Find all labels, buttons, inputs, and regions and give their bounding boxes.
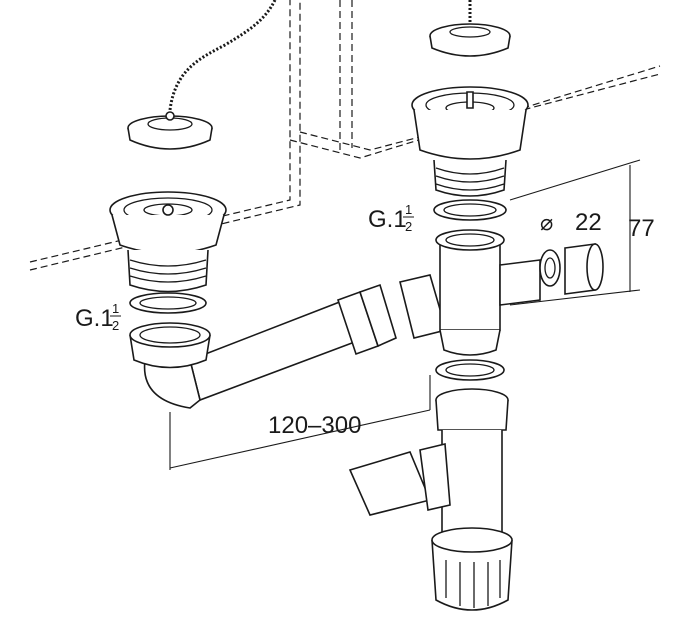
thread-top-num: 1 <box>405 202 412 217</box>
side-nozzle <box>539 243 604 295</box>
right-stopper-plug <box>429 23 511 57</box>
bottle-trap <box>348 388 513 611</box>
tee-junction <box>435 229 541 356</box>
thread-left-den: 2 <box>112 318 119 333</box>
left-strainer <box>109 191 227 293</box>
diameter-value: 22 <box>575 209 602 236</box>
thread-top-den: 2 <box>405 219 412 234</box>
left-elbow-nut <box>129 322 211 369</box>
sink-outline <box>29 0 661 271</box>
thread-label-left: G.1 1 2 <box>75 301 121 333</box>
thread-left-num: 1 <box>112 301 119 316</box>
left-washer <box>129 292 207 314</box>
length-label: 120–300 <box>268 412 361 439</box>
thread-label-top: G.1 1 2 <box>368 202 414 234</box>
lower-washer <box>435 359 505 381</box>
height-dimension <box>509 159 641 306</box>
diameter-symbol: ⌀ <box>540 210 553 235</box>
thread-top-prefix: G.1 <box>368 206 407 233</box>
left-stopper-plug <box>127 111 213 150</box>
right-washer <box>433 199 507 221</box>
right-strainer <box>411 86 529 197</box>
thread-left-prefix: G.1 <box>75 305 114 332</box>
length-dimension <box>169 375 431 470</box>
pipe-coupling-nuts <box>336 274 448 356</box>
height-label: 77 <box>628 215 655 242</box>
stopper-chain <box>168 0 277 111</box>
